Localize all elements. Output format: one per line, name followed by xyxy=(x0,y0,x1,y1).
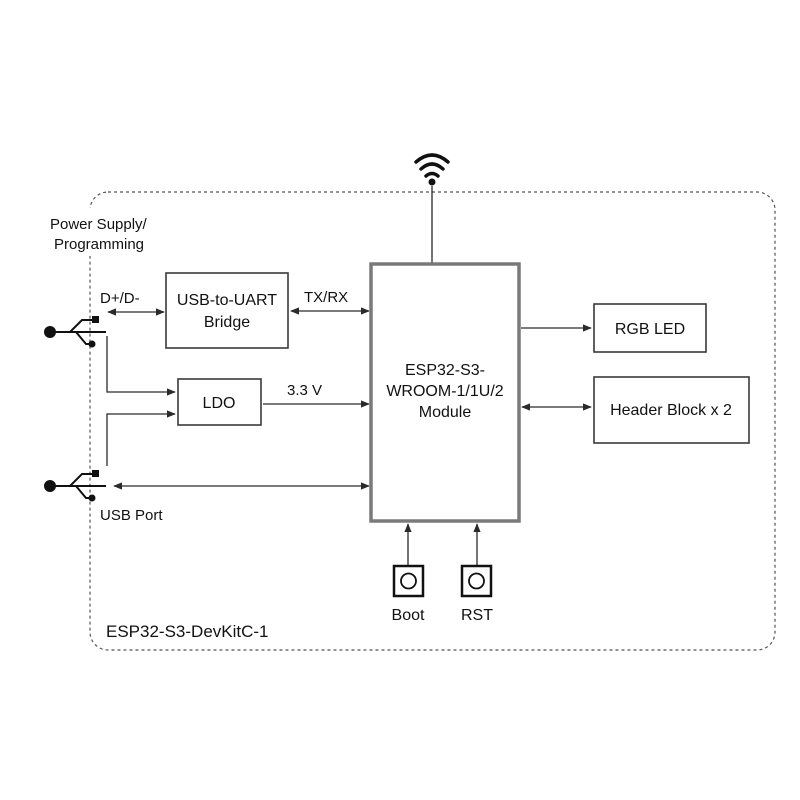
usb-icon xyxy=(44,470,106,502)
power-supply-label: Power Supply/ xyxy=(50,216,148,233)
usb-icon xyxy=(44,316,106,348)
rst-button-icon xyxy=(460,564,493,598)
board-label: ESP32-S3-DevKitC-1 xyxy=(106,622,269,641)
module-label-line1: ESP32-S3- xyxy=(405,362,485,379)
rst-label: RST xyxy=(461,607,493,624)
module-label-line2: WROOM-1/1U/2 xyxy=(386,383,503,400)
wifi-icon xyxy=(414,153,450,186)
boot-label: Boot xyxy=(392,607,425,624)
bridge-label: Bridge xyxy=(204,314,250,331)
usb-to-uart-bridge-block xyxy=(165,272,289,349)
ldo-block xyxy=(177,378,262,426)
header-block-block xyxy=(593,376,750,444)
txrx-label: TX/RX xyxy=(304,289,348,306)
usb-to-uart-label: USB-to-UART xyxy=(177,292,277,309)
voltage-label: 3.3 V xyxy=(287,382,322,399)
esp32-module-block xyxy=(369,262,521,523)
module-label-line3: Module xyxy=(419,404,472,421)
ldo-label: LDO xyxy=(203,395,236,412)
usb-port-label: USB Port xyxy=(100,507,163,524)
header-block-label: Header Block x 2 xyxy=(610,402,732,419)
rgb-led-block xyxy=(593,303,707,353)
dpdm-label: D+/D- xyxy=(100,290,140,307)
boot-button-icon xyxy=(392,564,425,598)
rgb-led-label: RGB LED xyxy=(615,321,685,338)
programming-label: Programming xyxy=(54,236,144,253)
